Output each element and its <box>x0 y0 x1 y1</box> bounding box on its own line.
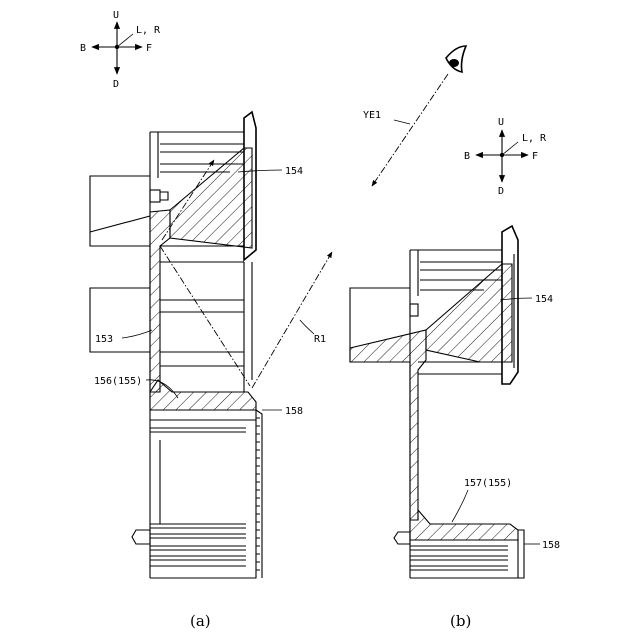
label-154-a: 154 <box>285 166 303 177</box>
figure-a-cross-section <box>90 112 332 578</box>
label-158-b: 158 <box>542 540 560 551</box>
label-154-b: 154 <box>535 294 553 305</box>
label-YE1: YE1 <box>363 110 381 121</box>
compass-lr-label: L, R <box>136 25 161 36</box>
eye-icon <box>446 46 466 72</box>
compass-front-label: F <box>146 43 152 54</box>
direction-compass-a: U D B F L, R <box>80 10 161 90</box>
compass-down-label: D <box>113 79 119 90</box>
compass-b-front-label: F <box>532 151 538 162</box>
compass-up-label: U <box>113 10 119 21</box>
label-158-a: 158 <box>285 406 303 417</box>
compass-b-back-label: B <box>464 151 470 162</box>
compass-b-up-label: U <box>498 117 504 128</box>
compass-b-lr-label: L, R <box>522 133 547 144</box>
figure-b-cross-section <box>350 226 524 578</box>
caption-b: (b) <box>450 612 471 630</box>
label-153: 153 <box>95 334 113 345</box>
compass-back-label: B <box>80 43 86 54</box>
caption-a: (a) <box>190 612 211 630</box>
label-156-155: 156(155) <box>94 376 142 387</box>
compass-b-down-label: D <box>498 186 504 197</box>
label-157-155: 157(155) <box>464 478 512 489</box>
label-R1: R1 <box>314 334 326 345</box>
direction-compass-b: U D B F L, R <box>464 117 547 197</box>
